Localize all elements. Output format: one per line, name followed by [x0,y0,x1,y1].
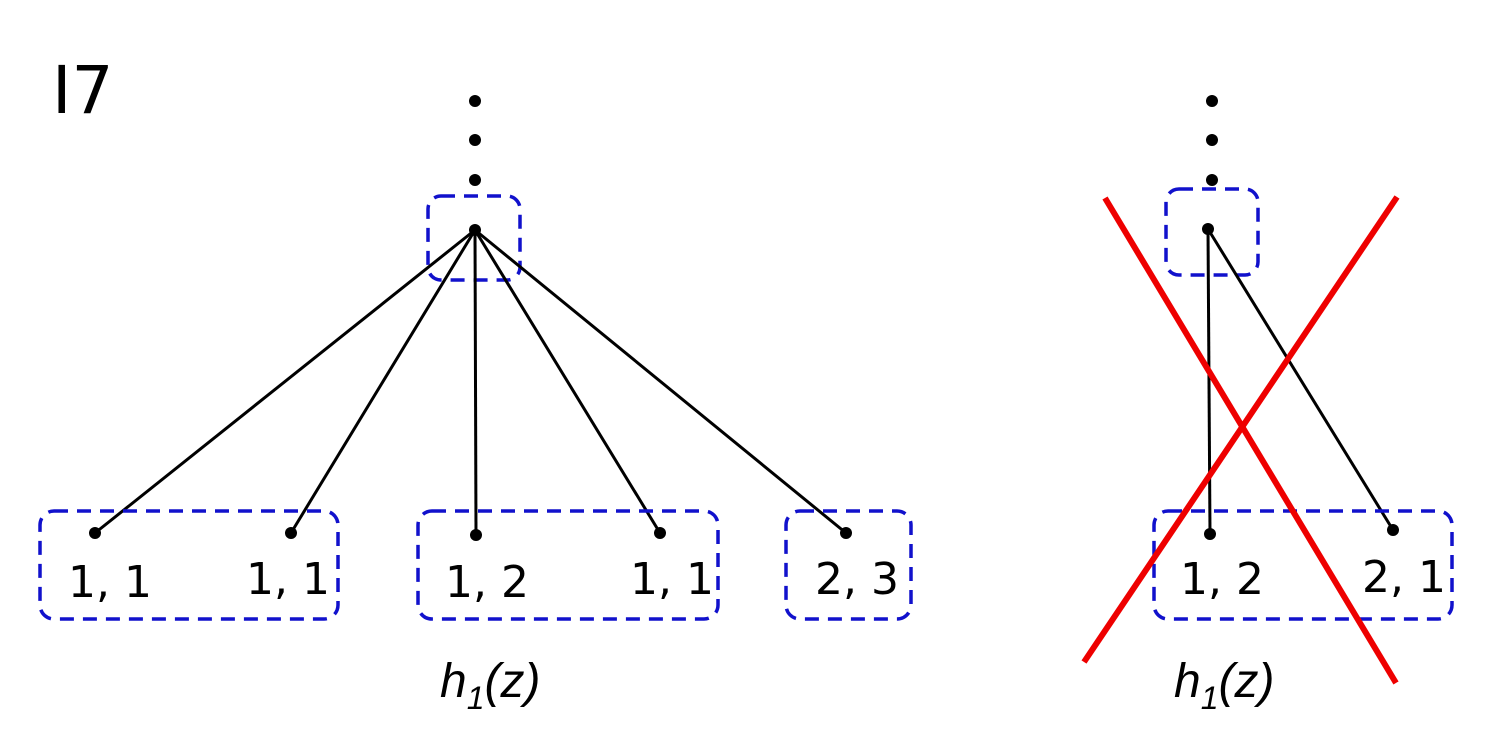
ellipsis-dot [469,174,481,186]
strategy-caption: h1(z) [1174,655,1274,716]
leaf-info-set-box [416,509,720,621]
caption-subscript: 1 [467,680,485,716]
leaf-info-set-box [38,509,340,621]
cross-out-stroke [1081,195,1400,664]
leaf-node [1204,528,1216,540]
payoff-label: 1, 2 [445,557,529,608]
strategy-caption: h1(z) [440,655,540,716]
caption-main: h [440,655,467,708]
leaf-node [470,529,482,541]
payoff-label: 1, 1 [630,554,714,605]
payoff-label: 1, 2 [1180,554,1264,605]
tree-edge [473,229,662,534]
caption-main: h [1174,655,1201,708]
payoff-label: 2, 1 [1362,552,1446,603]
tree-edge [94,228,476,535]
root-info-set-box [1164,187,1260,277]
ellipsis-dot [1206,134,1218,146]
ellipsis-dot [469,134,481,146]
root-node [469,224,481,236]
leaf-node [89,527,101,539]
left-tree: 1, 1 1, 1 1, 2 1, 1 2, 3 h1(z) [38,95,913,716]
leaf-info-set-box [1152,509,1454,621]
caption-argument: (z) [485,655,541,708]
tree-edge [289,229,477,534]
ellipsis-dot [1206,95,1218,107]
cross-out-stroke [1102,196,1399,685]
root-node [1202,223,1214,235]
ellipsis-dot [469,95,481,107]
tree-edge [474,228,847,535]
leaf-node [840,527,852,539]
leaf-node [285,527,297,539]
caption-argument: (z) [1219,655,1275,708]
diagram-title: I7 [52,52,113,129]
ellipsis-dot [1206,174,1218,186]
payoff-label: 1, 1 [68,557,152,608]
payoff-label: 1, 1 [246,554,330,605]
leaf-node [1387,524,1399,536]
right-tree: 1, 2 2, 1 h1(z) [1081,95,1454,716]
leaf-info-set-box [784,509,913,621]
caption-subscript: 1 [1201,680,1219,716]
leaf-node [654,527,666,539]
tree-edge [1206,228,1395,531]
payoff-label: 2, 3 [815,554,899,605]
tree-edge [473,229,478,536]
tree-edge [1206,228,1212,535]
